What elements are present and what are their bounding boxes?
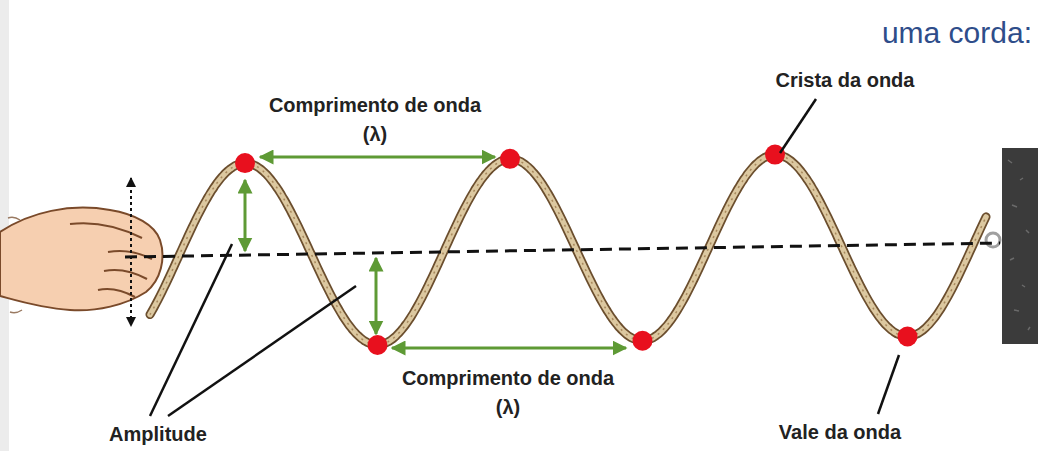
wavelength-arrow: [392, 347, 626, 350]
side-strip: [0, 0, 9, 451]
amplitude-arrow: [244, 180, 247, 251]
wavelength-label: Comprimento de onda (λ): [266, 91, 485, 149]
wavelength-arrow: [260, 156, 495, 159]
hook-ring: [986, 233, 1000, 247]
trough-label: Vale da onda: [779, 418, 901, 447]
wall: [1002, 148, 1038, 344]
wave-dot: [898, 326, 918, 346]
leader-line: [150, 244, 232, 416]
crest-trough-dots: [235, 145, 918, 355]
equilibrium-line: [125, 243, 1000, 257]
wave-dot: [633, 331, 653, 351]
leader-line: [878, 355, 899, 414]
wavelength-label: Comprimento de onda (λ): [399, 364, 618, 422]
crest-label: Crista da onda: [776, 66, 915, 95]
amplitude-arrow: [375, 258, 378, 334]
wave-dot: [500, 149, 520, 169]
hand: [0, 208, 162, 313]
wave-dot: [368, 335, 388, 355]
amplitude-label: Amplitude: [109, 420, 207, 449]
heading: uma corda:: [882, 16, 1032, 50]
wave-dot: [765, 145, 785, 165]
leader-line: [168, 286, 356, 416]
wave-dot: [235, 153, 255, 173]
motion-arrow: [130, 178, 132, 326]
leader-line: [780, 99, 816, 153]
